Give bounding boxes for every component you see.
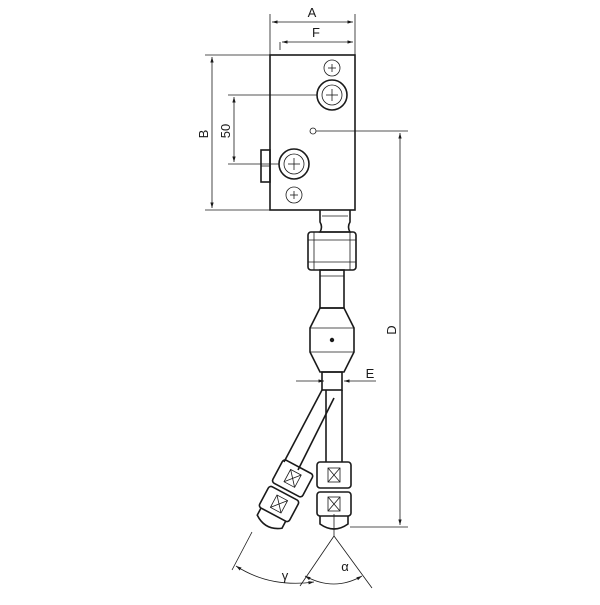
label-fifty: 50 — [218, 124, 233, 138]
label-b: B — [196, 130, 211, 139]
label-a: A — [308, 5, 317, 20]
label-e: E — [366, 366, 375, 381]
dimension-lines — [205, 14, 408, 589]
angled-fitting — [256, 459, 314, 530]
fitting-assembly — [283, 210, 357, 471]
manifold-block — [260, 54, 356, 211]
straight-fitting — [316, 461, 352, 536]
label-f: F — [312, 25, 320, 40]
label-alpha: α — [341, 559, 349, 574]
label-gamma: γ — [282, 568, 289, 583]
label-d: D — [384, 325, 399, 334]
